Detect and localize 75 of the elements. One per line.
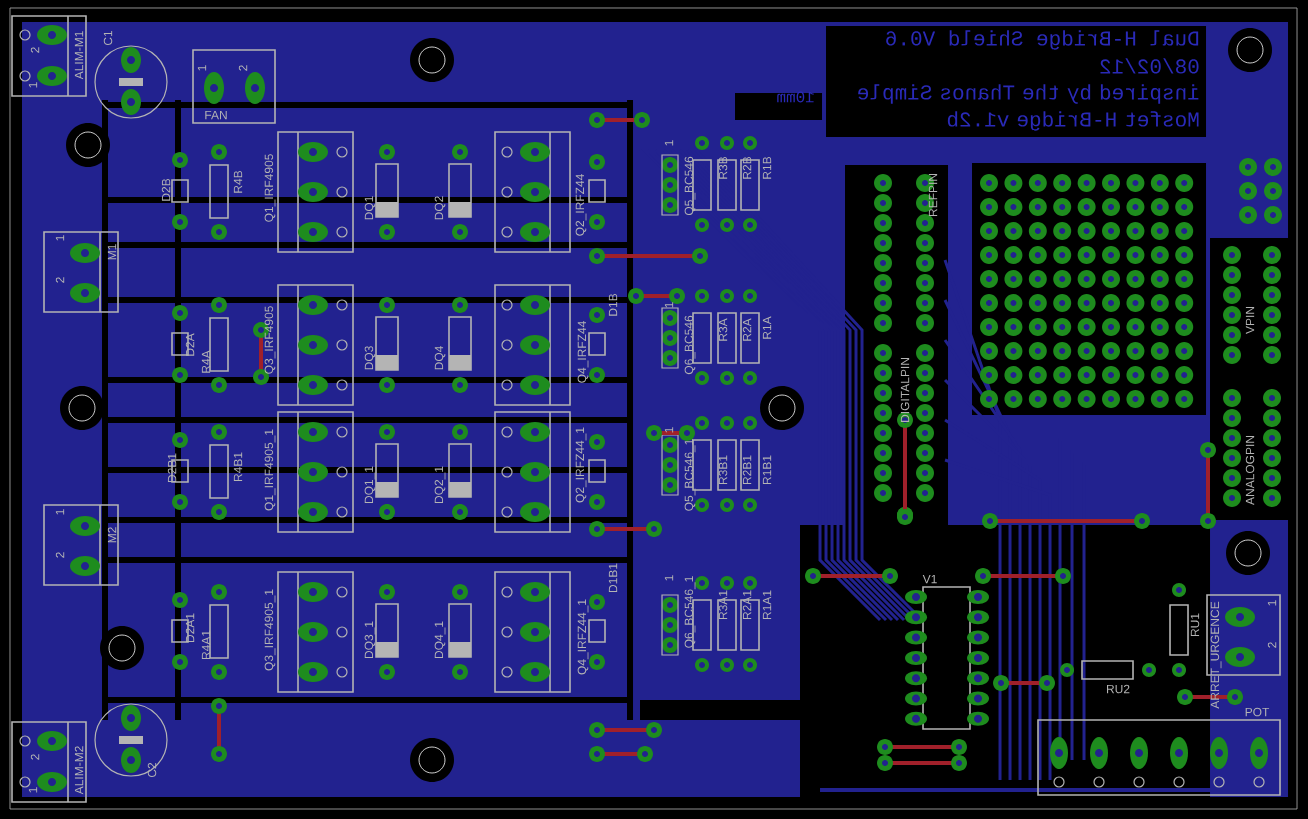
component-label: 2 — [1267, 642, 1277, 648]
component-label: Q2_IRFZ44 — [575, 174, 587, 236]
component-label: 1 — [664, 575, 674, 581]
board-title: Dual H-Bridge Shield V0.6 — [886, 30, 1199, 50]
component-label: ALIM-M2 — [74, 746, 84, 795]
component-label: 1 — [55, 235, 65, 241]
component-label: DQ2 — [434, 196, 446, 220]
component-label: R1B — [762, 156, 772, 179]
component-label: R1A — [762, 316, 772, 339]
component-label: 1 — [664, 427, 674, 433]
component-label: 2 — [55, 277, 65, 283]
component-label: POT — [1245, 707, 1270, 717]
component-label: Q5_BC546 — [684, 156, 696, 216]
component-label: REFPIN — [928, 174, 938, 216]
component-label: DQ3 — [364, 346, 376, 370]
component-label: R4B — [233, 170, 243, 193]
component-label: D1B — [608, 293, 618, 316]
component-label: Q4_IRFZ44 — [577, 321, 589, 383]
component-label: R3A — [718, 318, 728, 341]
component-label: Q6_BC546 — [684, 315, 696, 375]
component-label: DQ4_1 — [434, 621, 446, 659]
component-label: R4A1 — [201, 630, 211, 660]
component-label: Q6_BC546_1 — [684, 576, 696, 648]
component-label: Q4_IRFZ44_1 — [577, 599, 589, 675]
component-label: FAN — [205, 110, 227, 120]
component-label: 2 — [55, 552, 65, 558]
component-label: R2A1 — [742, 590, 752, 620]
component-label: DIGITALPIN — [900, 358, 910, 422]
component-label: ALIM-M1 — [74, 31, 84, 80]
component-label: RU1 — [1190, 613, 1200, 636]
component-label: 2 — [30, 754, 40, 760]
component-label: R4B1 — [233, 452, 243, 482]
component-label: 1 — [664, 140, 674, 146]
component-label: C1 — [103, 30, 113, 46]
component-label: 1 — [1267, 600, 1277, 606]
component-label: Q1_IRF4905_1 — [264, 429, 276, 511]
component-label: M2 — [107, 527, 117, 543]
component-label: D2B — [161, 178, 171, 201]
component-label: D2A1 — [185, 613, 195, 643]
component-label: 1 — [197, 65, 207, 71]
component-label: R4A — [201, 350, 211, 373]
component-label: DQ4 — [434, 346, 446, 370]
component-label: ARRET_URGENCE — [1210, 601, 1222, 709]
component-label: Q3_IRF4905_1 — [264, 589, 276, 671]
component-label: R3B1 — [718, 455, 728, 485]
component-label: DQ3_1 — [364, 621, 376, 659]
component-label: DQ2_1 — [434, 466, 446, 504]
component-label: DQ1 — [364, 196, 376, 220]
board-title: 08/02/12 — [1100, 58, 1199, 74]
component-label: D2A — [185, 333, 195, 356]
component-label: R1B1 — [762, 455, 772, 485]
component-label: Q1_IRF4905 — [264, 154, 276, 222]
component-label: R1A1 — [762, 590, 772, 620]
component-label: 1 — [664, 302, 674, 308]
component-label: VPIN — [1245, 307, 1255, 334]
component-label: R2B1 — [742, 455, 752, 485]
scale-label: 10mm — [777, 91, 814, 103]
component-label: M1 — [107, 244, 117, 260]
component-label: RU2 — [1107, 684, 1130, 694]
component-label: V1 — [922, 574, 937, 584]
component-label: D1B1 — [608, 563, 618, 593]
component-label: 1 — [28, 82, 38, 88]
component-label: ANALOGPIN — [1245, 436, 1255, 505]
component-label: Q5_BC546_1 — [684, 439, 696, 511]
component-label: 2 — [30, 47, 40, 53]
component-label: DQ1_1 — [364, 466, 376, 504]
component-label: 2 — [238, 65, 248, 71]
board-note: inspired by the Thanos Simple Mosfet H-Bridge v1.2b — [858, 84, 1199, 131]
component-label: 1 — [55, 509, 65, 515]
component-label: 1 — [28, 787, 38, 793]
component-label: D2B1 — [167, 453, 177, 483]
component-label: Q2_IRFZ44_1 — [575, 427, 587, 503]
component-label: R2A — [742, 318, 752, 341]
component-label: Q3_IRF4905 — [264, 306, 276, 374]
component-label: R2B — [742, 156, 752, 179]
